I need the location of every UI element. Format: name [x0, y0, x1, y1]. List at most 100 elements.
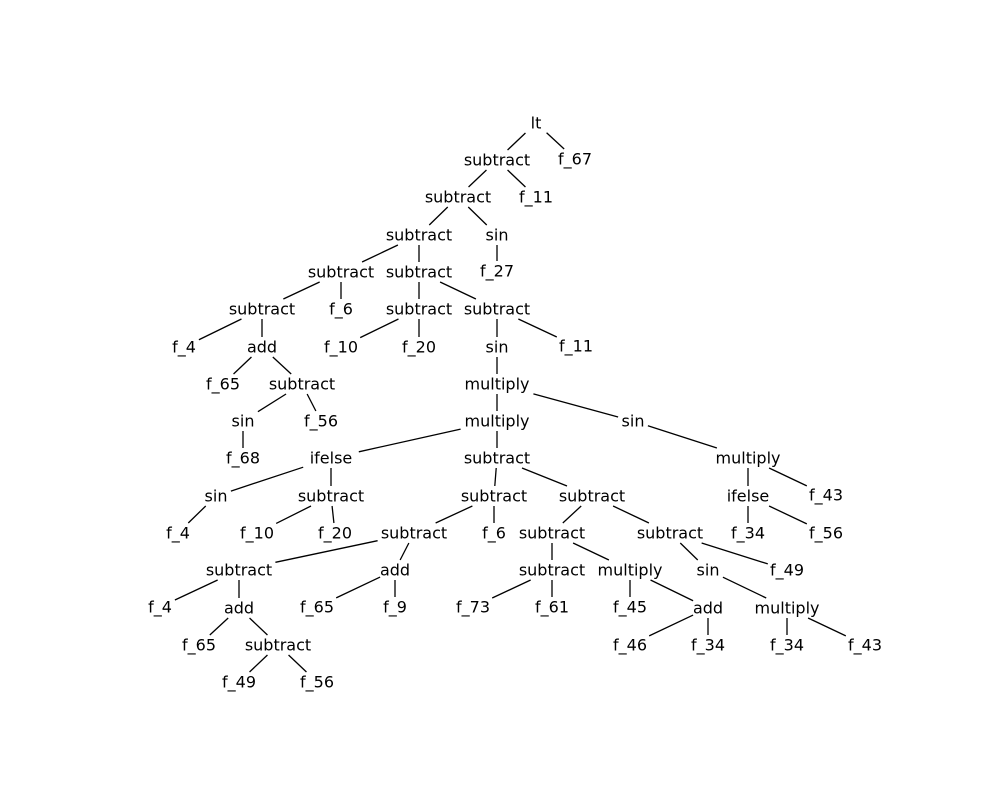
operator-node: multiply	[755, 599, 820, 618]
tree-edge	[647, 425, 718, 449]
tree-edge	[335, 576, 381, 599]
tree-edge	[562, 505, 582, 524]
tree-edge	[331, 505, 335, 524]
operator-node: subtract	[386, 300, 452, 319]
operator-node: subtract	[464, 300, 530, 319]
leaf-node: f_6	[482, 524, 506, 544]
leaf-node: f_10	[324, 338, 358, 358]
leaf-node: f_20	[402, 338, 436, 358]
tree-edge	[546, 132, 565, 150]
tree-edge	[359, 318, 399, 339]
tree-edge	[230, 466, 304, 492]
operator-node: subtract	[386, 226, 452, 245]
tree-nodes: ltsubtractsubtractsubtractsubtractsubtra…	[148, 114, 882, 693]
tree-edge	[521, 467, 568, 487]
leaf-node: f_56	[304, 412, 338, 432]
tree-edge	[650, 579, 694, 602]
operator-node: subtract	[559, 487, 625, 506]
leaf-node: f_34	[731, 524, 765, 544]
leaf-node: f_4	[166, 524, 190, 544]
leaf-node: f_20	[318, 524, 352, 544]
leaf-node: f_10	[240, 524, 274, 544]
operator-node: add	[247, 338, 277, 357]
leaf-node: f_34	[770, 636, 804, 656]
leaf-node: f_46	[613, 636, 647, 656]
operator-node: subtract	[464, 449, 530, 468]
tree-edge	[518, 318, 558, 338]
leaf-node: f_11	[559, 337, 593, 357]
leaf-node: f_27	[480, 262, 514, 282]
operator-node: subtract	[464, 151, 530, 170]
leaf-node: f_49	[222, 673, 256, 693]
operator-node: subtract	[519, 561, 585, 580]
leaf-node: f_49	[770, 561, 804, 581]
leaf-node: f_4	[148, 598, 172, 618]
leaf-node: f_43	[809, 486, 843, 506]
leaf-node: f_6	[329, 300, 353, 320]
tree-edge	[361, 244, 399, 263]
leaf-node: f_73	[456, 598, 490, 618]
operator-node: sin	[486, 226, 509, 245]
operator-node: multiply	[716, 449, 781, 468]
tree-edge	[494, 467, 497, 487]
tree-edge	[722, 576, 767, 599]
tree-edge	[439, 281, 477, 300]
tree-edge	[275, 505, 312, 524]
tree-edge	[435, 505, 473, 524]
tree-edge	[275, 540, 378, 563]
operator-node: subtract	[298, 487, 364, 506]
tree-edge	[701, 542, 768, 565]
tree-edge	[288, 654, 307, 673]
operator-node: add	[224, 599, 254, 618]
operator-node: lt	[531, 114, 542, 133]
leaf-node: f_65	[300, 598, 334, 618]
leaf-node: f_9	[383, 598, 407, 618]
leaf-node: f_68	[226, 449, 260, 469]
tree-edge	[358, 428, 461, 453]
tree-edge	[648, 614, 694, 637]
leaf-node: f_61	[535, 598, 569, 618]
tree-edge	[768, 467, 808, 487]
operator-node: ifelse	[310, 449, 353, 468]
tree-edge	[249, 654, 268, 673]
tree-edges	[174, 132, 847, 673]
tree-edge	[468, 169, 487, 188]
tree-edge	[249, 617, 268, 636]
tree-edge	[533, 393, 619, 418]
tree-edge	[768, 505, 808, 525]
tree-edge	[572, 542, 610, 561]
tree-edge	[679, 542, 699, 561]
operator-node: sin	[697, 561, 720, 580]
operator-node: subtract	[519, 524, 585, 543]
operator-node: subtract	[269, 375, 335, 394]
leaf-node: f_65	[206, 375, 240, 395]
tree-edge	[467, 206, 488, 226]
tree-edge	[209, 617, 229, 636]
leaf-node: f_65	[182, 636, 216, 656]
leaf-node: f_45	[613, 598, 647, 618]
leaf-node: f_56	[809, 524, 843, 544]
tree-edge	[233, 356, 252, 375]
tree-edge	[283, 281, 320, 300]
operator-node: subtract	[425, 188, 491, 207]
leaf-node: f_34	[691, 636, 725, 656]
operator-node: multiply	[598, 561, 663, 580]
operator-node: subtract	[206, 561, 272, 580]
operator-node: sin	[205, 487, 228, 506]
tree-edge	[507, 169, 526, 188]
tree-edge	[174, 579, 218, 601]
operator-node: sin	[622, 412, 645, 431]
tree-edge	[198, 318, 242, 341]
tree-edge	[306, 393, 317, 412]
tree-edge	[807, 617, 847, 637]
operator-node: add	[693, 599, 723, 618]
tree-edge	[399, 542, 410, 561]
tree-edge	[491, 579, 531, 599]
operator-node: sin	[486, 338, 509, 357]
operator-node: add	[380, 561, 410, 580]
leaf-node: f_56	[300, 673, 334, 693]
tree-edge	[257, 393, 287, 413]
operator-node: subtract	[386, 263, 452, 282]
tree-edge	[612, 505, 650, 524]
